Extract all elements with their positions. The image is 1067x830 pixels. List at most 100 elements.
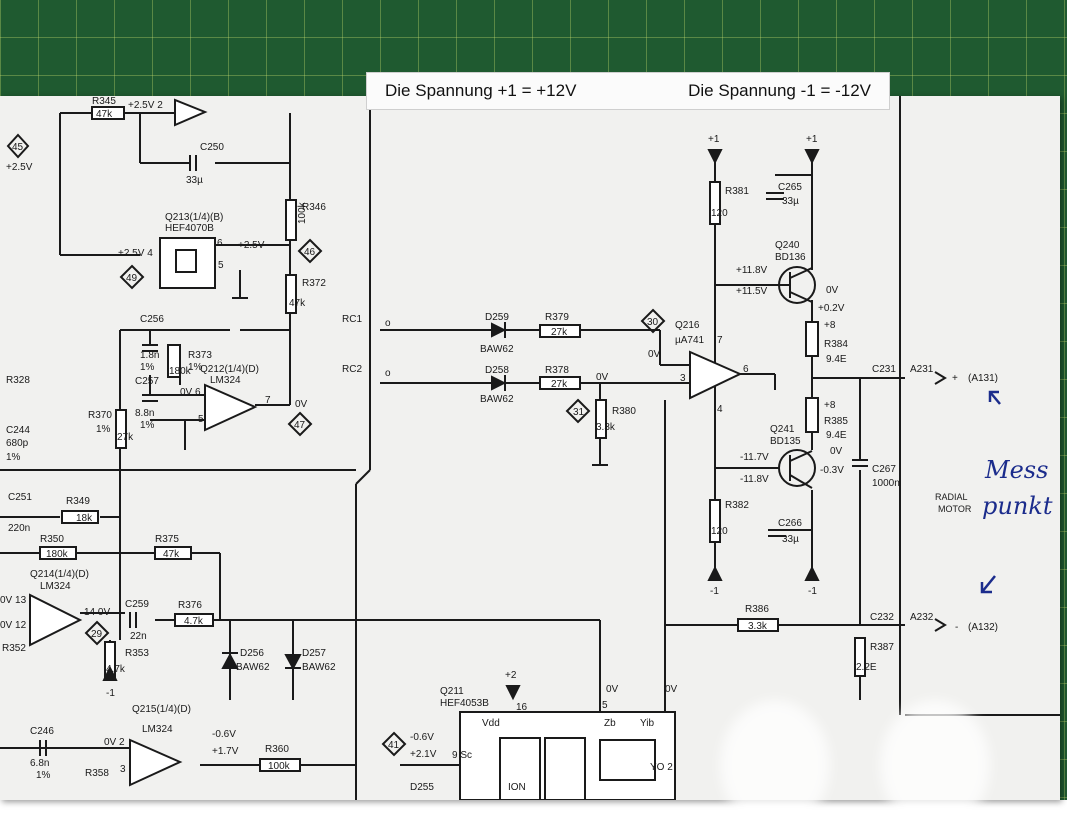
r387-label: R387 [870, 642, 894, 653]
r372-label: R372 [302, 278, 326, 289]
q216-ov: 0V [648, 349, 661, 360]
r349-label: R349 [66, 496, 90, 507]
q241-b2: -11.8V [740, 474, 769, 485]
r376-value: 4.7k [184, 616, 204, 627]
c246-value: 6.8n [30, 758, 49, 769]
a132-label: (A132) [968, 622, 998, 633]
q216-type: µA741 [675, 335, 705, 346]
q215-b2: +1.7V [212, 746, 239, 757]
minus1c-label: -1 [106, 688, 115, 699]
c231-label: C231 [872, 364, 896, 375]
d256-type: BAW62 [236, 662, 270, 673]
c267-label: C267 [872, 464, 896, 475]
q211-b1: -0.6V [410, 732, 434, 743]
r382-label: R382 [725, 500, 749, 511]
c257-label: C257 [135, 376, 159, 387]
r345-label: R345 [92, 96, 116, 107]
q213-pin6: 6 [217, 238, 223, 249]
q215-label: Q215(1/4)(D) [132, 704, 191, 715]
q215-pin3: 3 [120, 764, 126, 775]
r372-value: 47k [289, 298, 306, 309]
q240-b1: +11.8V [736, 265, 768, 276]
schematic-sheet [0, 96, 1060, 800]
r350-label: R350 [40, 534, 64, 545]
r345-value: 47k [96, 109, 113, 120]
diamond-49: 49 [126, 273, 138, 284]
d259-label: D259 [485, 312, 509, 323]
q212-pin7: 7 [265, 395, 271, 406]
q213-pin5: 5 [218, 260, 224, 271]
r346-value: 100k [297, 201, 308, 224]
q214-pin14: 14 0V [84, 607, 110, 618]
radial-label-2: MOTOR [938, 504, 972, 514]
diamond-29: 29 [91, 629, 103, 640]
ov5-label: 0V [606, 684, 619, 695]
r376-label: R376 [178, 600, 202, 611]
q241-type: BD135 [770, 436, 801, 447]
banner-right: Die Spannung -1 = -12V [688, 81, 871, 100]
d256-label: D256 [240, 648, 264, 659]
plus1a-label: +1 [708, 134, 720, 145]
minus1a-label: -1 [710, 586, 719, 597]
q216-label: Q216 [675, 320, 700, 331]
q215-type: LM324 [142, 724, 173, 735]
handwriting-line-1: Mess [984, 456, 1048, 484]
d255-label: D255 [410, 782, 434, 793]
rc2-o: o [385, 368, 391, 379]
minus1b-label: -1 [808, 586, 817, 597]
r382-value: 120 [711, 526, 728, 537]
c250-label: C250 [200, 142, 224, 153]
pin5-label: 5 [602, 700, 608, 711]
r381-label: R381 [725, 186, 749, 197]
r375-value: 47k [163, 549, 180, 560]
r373-tol: 1% [188, 362, 203, 373]
r384-plus: +8 [824, 320, 836, 331]
v25b-label: +2.5V [6, 162, 33, 173]
diamond-47: 47 [294, 420, 306, 431]
d257-type: BAW62 [302, 662, 336, 673]
r385-plus: +8 [824, 400, 836, 411]
schematic-diagram: R345 47k +2.5V 2 C250 33µ R346 100k 45 +… [0, 96, 1060, 800]
q241-b4: -0.3V [820, 465, 844, 476]
q211-label: Q211 [440, 686, 464, 697]
diamond-41: 41 [388, 740, 400, 751]
q214-type: LM324 [40, 581, 71, 592]
r358-label: R358 [85, 768, 109, 779]
c267-value: 1000n [872, 478, 900, 489]
c256-label: C256 [140, 314, 164, 325]
r375-label: R375 [155, 534, 179, 545]
q241-label: Q241 [770, 424, 795, 435]
c259-value: 22n [130, 631, 147, 642]
q240-b2: +11.5V [736, 286, 768, 297]
c246-label: C246 [30, 726, 54, 737]
c257-tol: 1% [140, 420, 155, 431]
c244-label: C244 [6, 425, 30, 436]
pin16-label: 16 [516, 702, 528, 713]
q241-b1: -11.7V [740, 452, 769, 463]
r370-value: 27k [117, 432, 134, 443]
vdd-label: Vdd [482, 718, 500, 729]
v25c-label: +2.5V [238, 240, 265, 251]
q213-input: +2.5V 4 [118, 248, 153, 259]
diamond-46: 46 [304, 247, 316, 258]
a232-label: A232 [910, 612, 934, 623]
q240-b4: +0.2V [818, 303, 845, 314]
c266-label: C266 [778, 518, 802, 529]
r381-value: 120 [711, 208, 728, 219]
r380-label: R380 [612, 406, 636, 417]
q213-type: HEF4070B [165, 223, 214, 234]
c232-label: C232 [870, 612, 894, 623]
q214-label: Q214(1/4)(D) [30, 569, 89, 580]
q211-pin9: 9 Sc [452, 750, 472, 761]
c244-value: 680p [6, 438, 29, 449]
c257-value: 8.8n [135, 408, 154, 419]
r349-value: 18k [76, 513, 93, 524]
r370-label: R370 [88, 410, 112, 421]
q213-label: Q213(1/4)(B) [165, 212, 223, 223]
q216-pin3: 3 [680, 373, 686, 384]
r384-label: R384 [824, 339, 848, 350]
c256-tol: 1% [140, 362, 155, 373]
a232-minus: - [955, 622, 958, 633]
r346-label: R346 [302, 202, 326, 213]
plus2-label: +2 [505, 670, 517, 681]
